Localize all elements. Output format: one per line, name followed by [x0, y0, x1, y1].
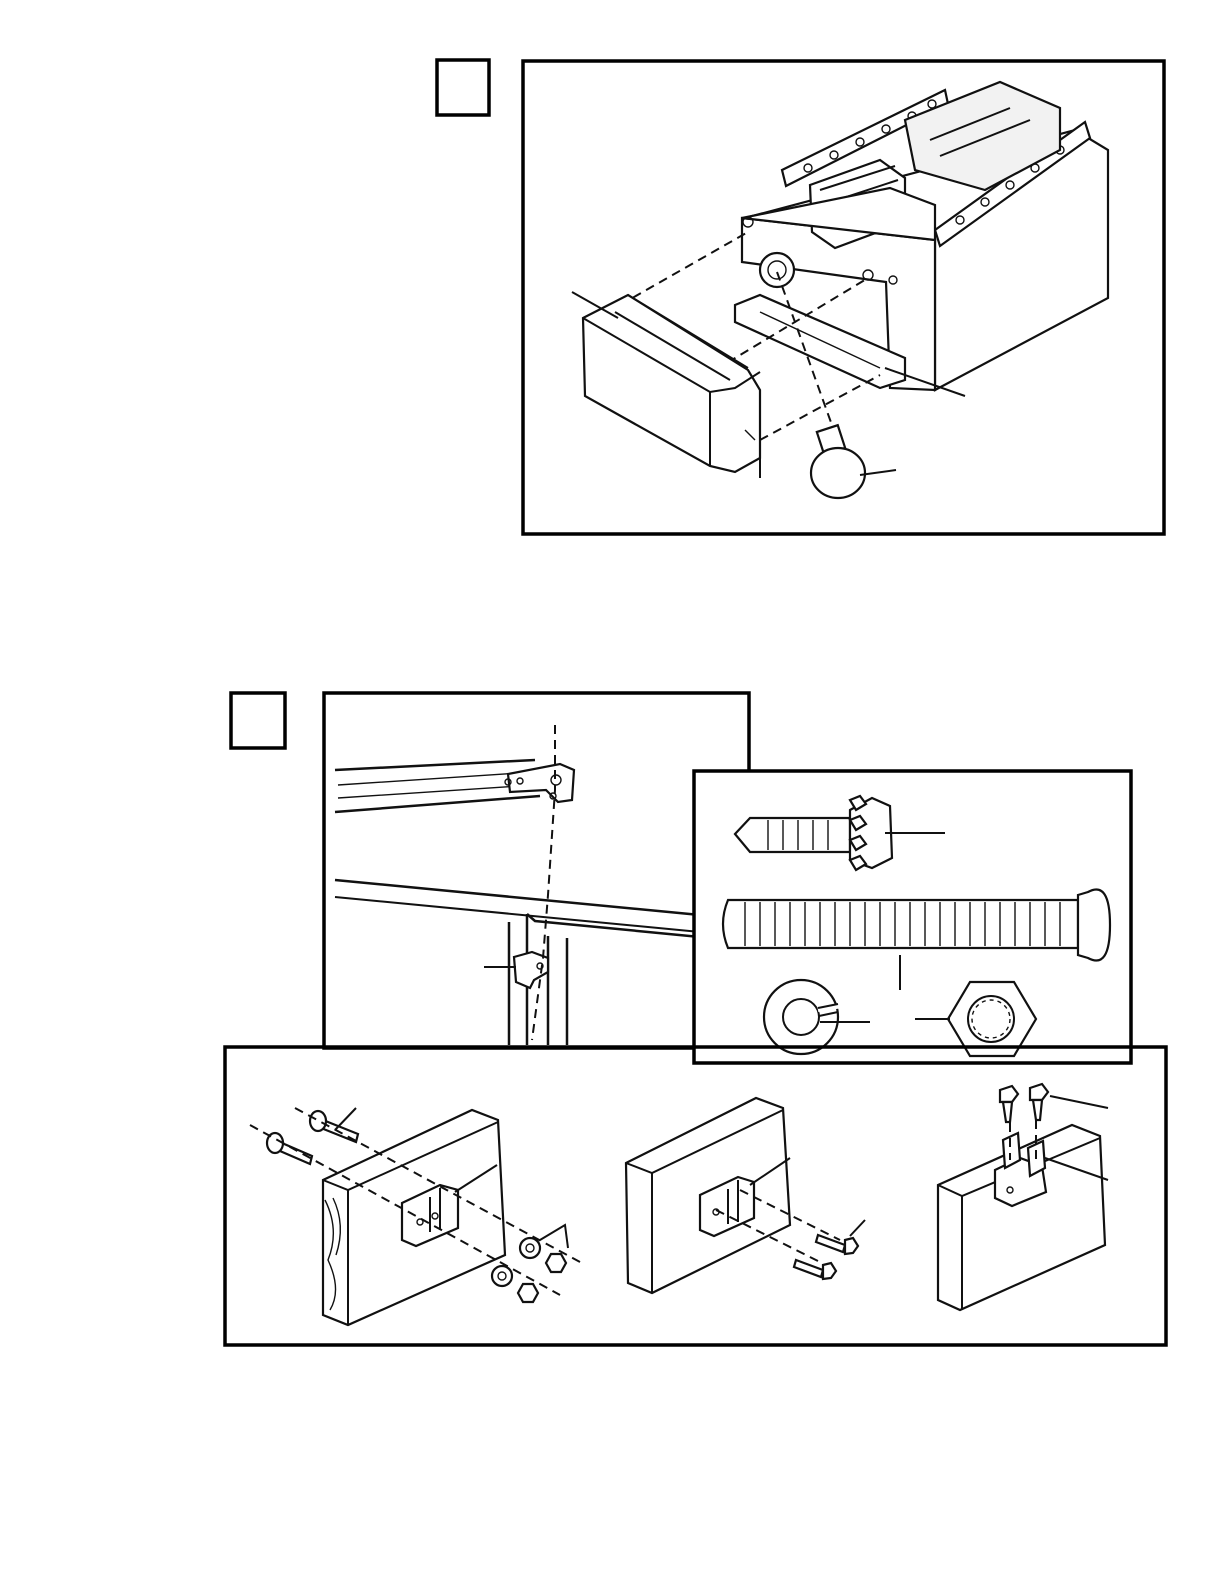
step-number-box-upper: [437, 60, 489, 115]
lag-screws-middle: [794, 1235, 858, 1279]
opener-power-head: [735, 82, 1108, 390]
wood-header-right: [938, 1125, 1105, 1310]
light-bulb: [811, 425, 865, 498]
lag-screws-right: [1000, 1084, 1048, 1122]
track-panel-frame: [324, 693, 749, 1048]
light-lens-cover: [583, 295, 760, 472]
leader-bolts-left: [335, 1108, 356, 1130]
door-track: [335, 760, 700, 1045]
light-socket: [760, 253, 794, 287]
step-number-box-lower: [231, 693, 285, 748]
leader-screws-middle: [850, 1220, 865, 1236]
wood-header-middle: [626, 1098, 790, 1293]
leader-nuts-left: [540, 1225, 568, 1248]
leader-screws-right: [1050, 1096, 1108, 1108]
wood-header-left: [323, 1110, 505, 1325]
